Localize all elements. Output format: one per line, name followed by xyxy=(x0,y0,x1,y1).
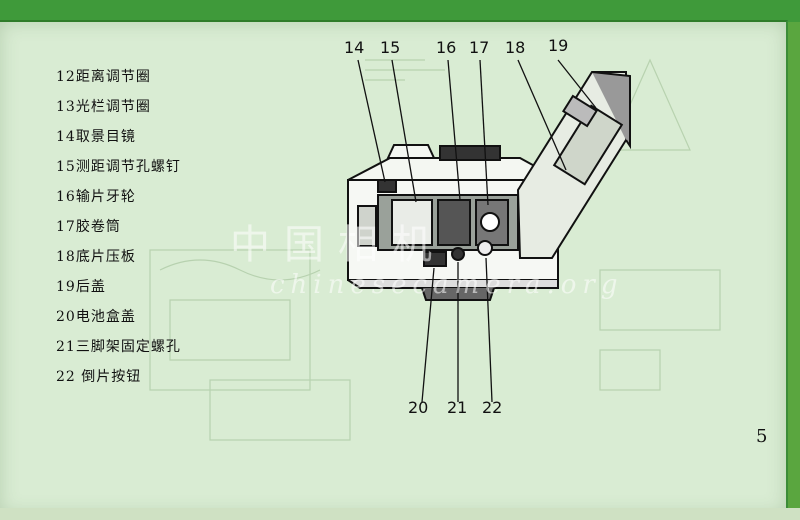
legend-item: 16输片牙轮 xyxy=(56,189,136,205)
legend-item: 20电池盒盖 xyxy=(56,309,136,325)
callout-22: 22 xyxy=(482,398,503,417)
legend-item: 19后盖 xyxy=(56,279,106,295)
callout-16: 16 xyxy=(436,38,457,57)
callout-18: 18 xyxy=(505,38,526,57)
watermark-latin: chinesecamera.org xyxy=(270,270,624,300)
legend-item: 14取景目镜 xyxy=(56,129,136,145)
callout-20: 20 xyxy=(408,398,429,417)
callout-14: 14 xyxy=(344,38,365,57)
watermark-chinese: 中国相机 xyxy=(230,222,446,268)
legend-item: 17胶卷筒 xyxy=(56,219,121,235)
legend-item: 22 倒片按钮 xyxy=(56,369,142,385)
cover-edge-bottom xyxy=(0,508,800,520)
callout-17: 17 xyxy=(469,38,490,57)
legend-item: 21三脚架固定螺孔 xyxy=(56,339,181,355)
page-number: 5 xyxy=(756,426,768,447)
camera-back-diagram xyxy=(347,59,631,403)
cover-edge-top xyxy=(0,0,800,22)
legend-item: 18底片压板 xyxy=(56,249,136,265)
watermark: 中国相机 chinesecamera.org xyxy=(230,212,624,300)
callout-19: 19 xyxy=(548,36,569,55)
callout-15: 15 xyxy=(380,38,401,57)
parts-legend: 12距离调节圈 13光栏调节圈 14取景目镜 15测距调节孔螺钉 16输片牙轮 … xyxy=(56,62,256,392)
legend-item: 12距离调节圈 xyxy=(56,69,151,85)
legend-item: 15测距调节孔螺钉 xyxy=(56,159,181,175)
legend-item: 13光栏调节圈 xyxy=(56,99,151,115)
callout-21: 21 xyxy=(447,398,468,417)
